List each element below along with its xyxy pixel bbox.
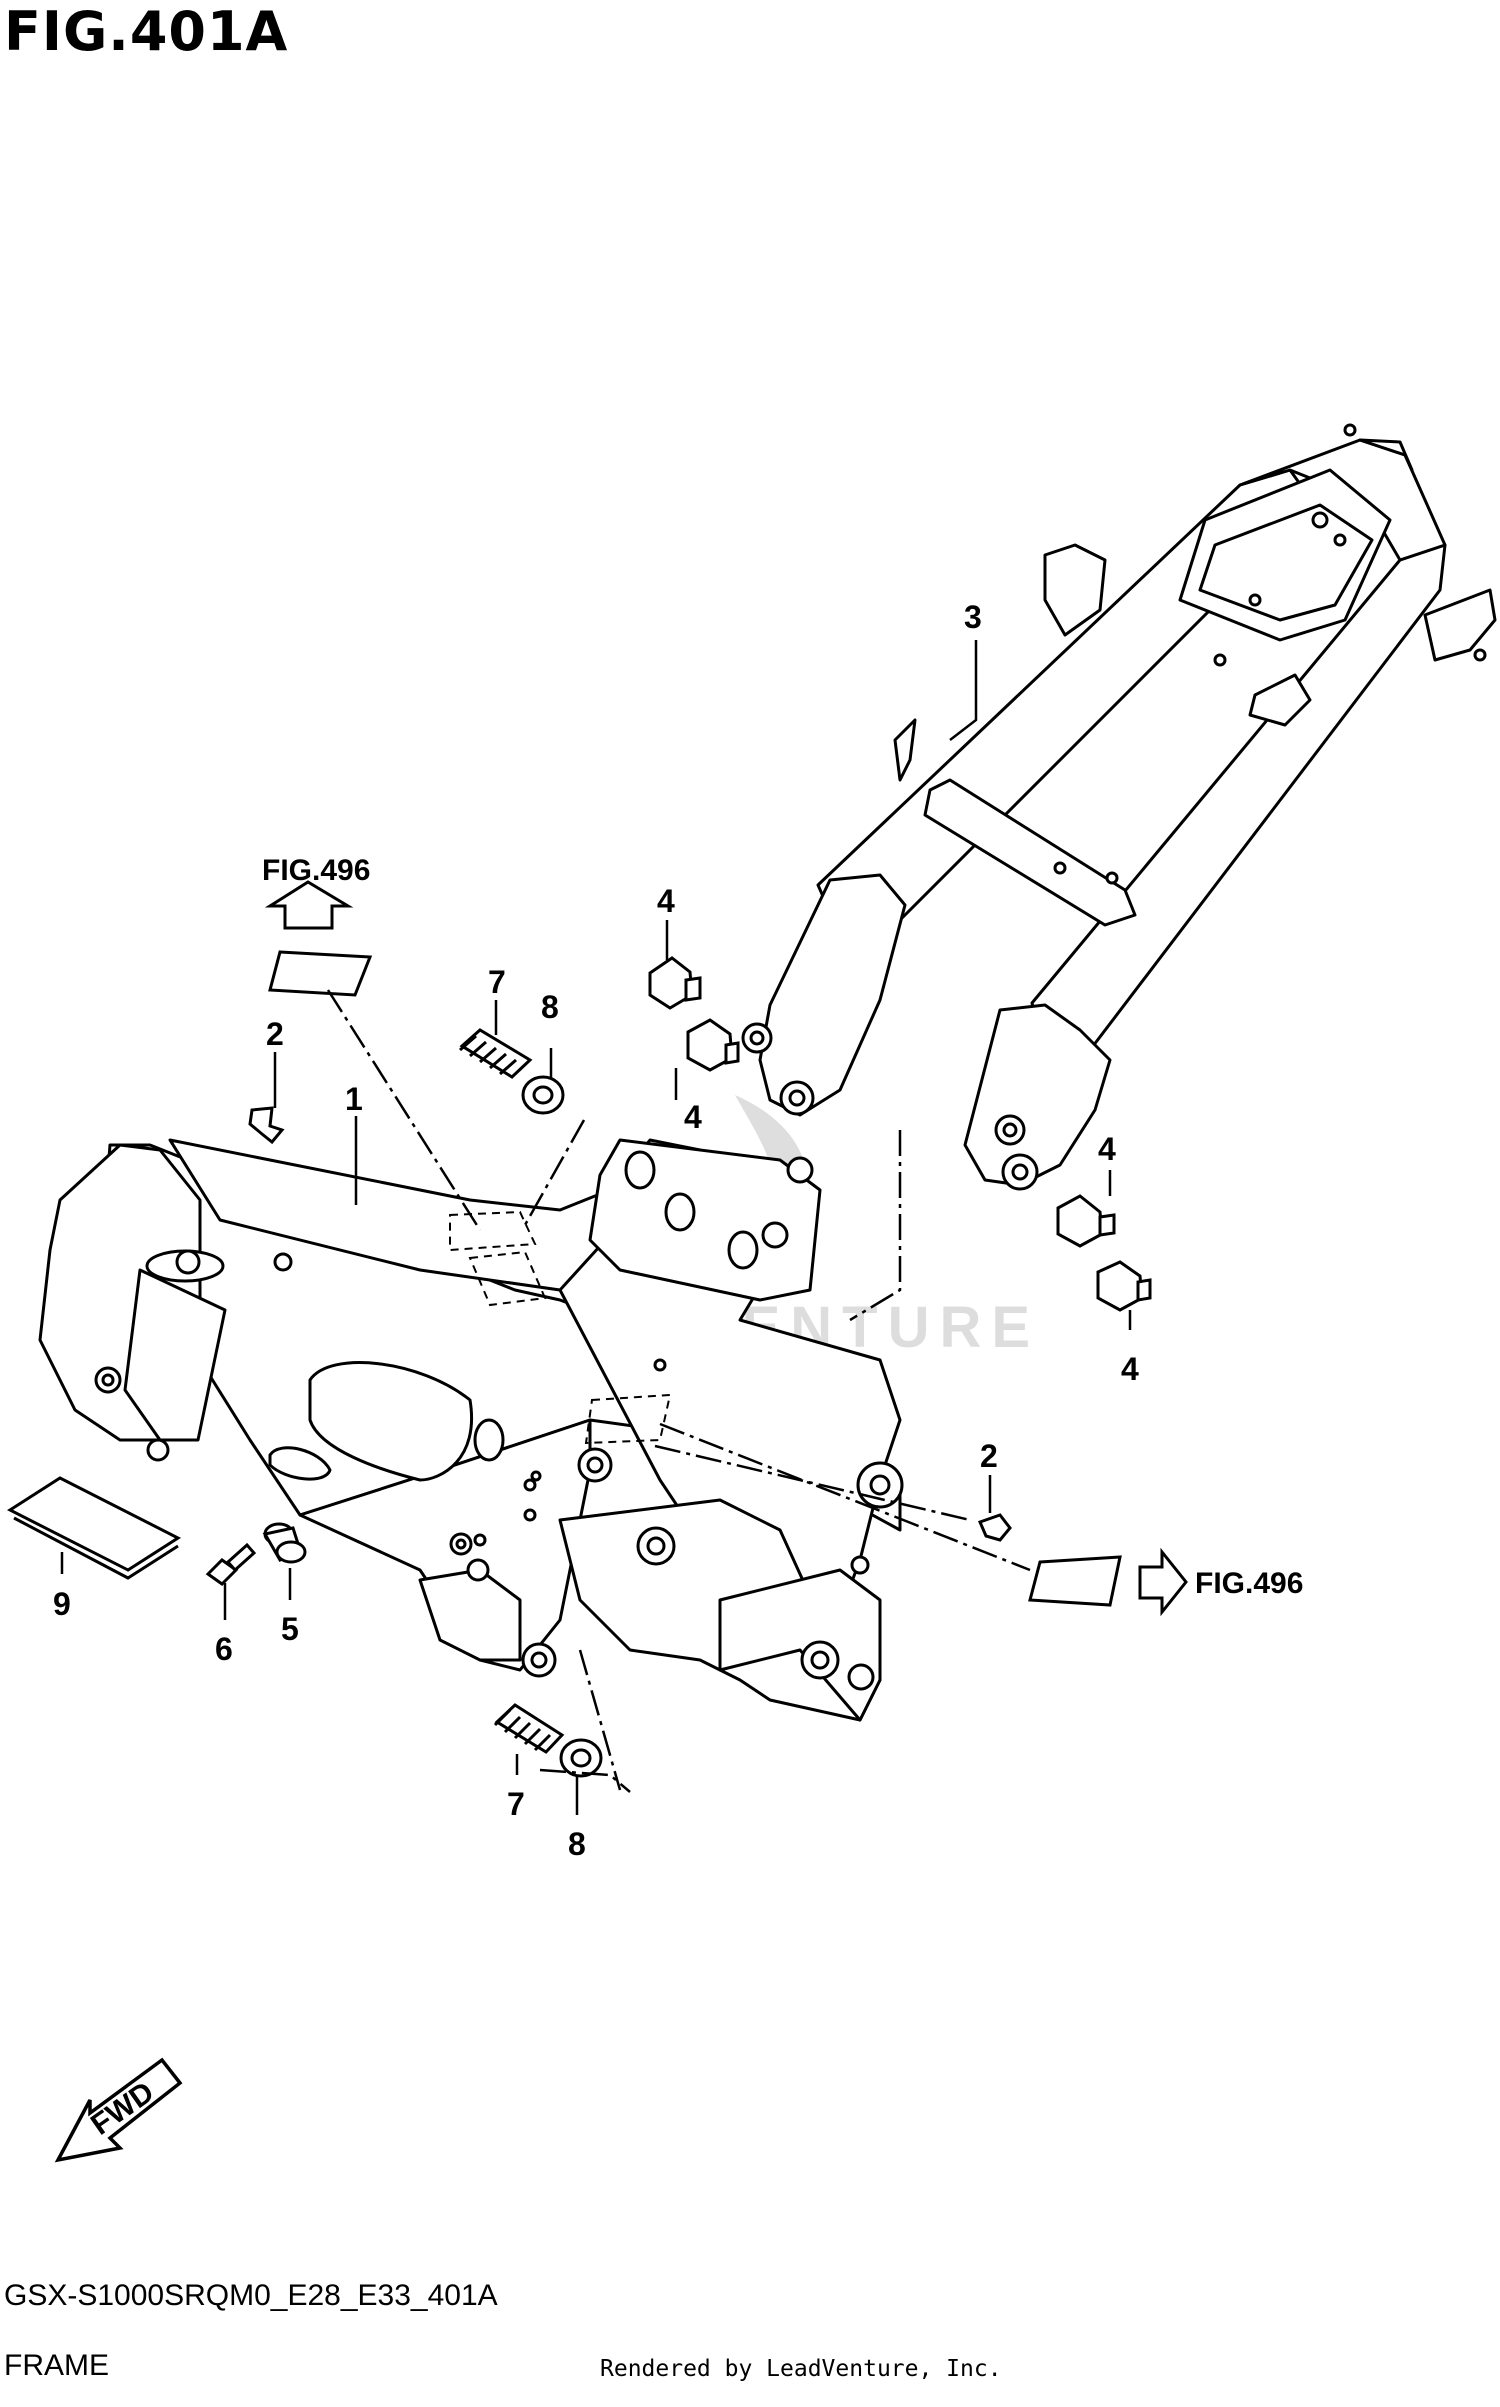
callout-1: 1 [345, 1081, 363, 1117]
figure-title: FIG.401A [4, 0, 289, 63]
bolt-4c[interactable] [1056, 1194, 1116, 1248]
bolt-6[interactable] [205, 1542, 257, 1586]
rear-subframe[interactable] [741, 423, 1497, 1191]
callout-8b: 8 [568, 1826, 586, 1862]
phantom-lines [326, 989, 1031, 1793]
nut-8b[interactable] [559, 1738, 603, 1778]
fig-ref-right-label[interactable]: FIG.496 [1195, 1567, 1303, 1600]
decal-outline-1 [449, 1210, 672, 1445]
callout-4d: 4 [1121, 1351, 1139, 1387]
leader-lines [60, 640, 1132, 1815]
diagram-code: GSX-S1000SRQM0_E28_E33_401A [4, 2279, 498, 2312]
callout-9: 9 [53, 1586, 71, 1622]
upper-mount-block [588, 1138, 822, 1302]
fwd-arrow [54, 2057, 183, 2163]
collar-5[interactable] [262, 1522, 307, 1564]
callout-3: 3 [964, 599, 982, 635]
label-9[interactable] [6, 1476, 182, 1580]
bolt-4d[interactable] [1096, 1260, 1152, 1312]
callout-labels: 3 4 4 4 4 7 8 2 1 2 9 6 5 7 8 [53, 599, 1139, 1862]
nut-8a[interactable] [521, 1075, 565, 1115]
diagram-name: FRAME [4, 2349, 109, 2382]
callout-5: 5 [281, 1611, 299, 1647]
callout-4b: 4 [684, 1099, 702, 1135]
fig-ref-right-arrow[interactable] [1138, 1547, 1188, 1617]
fig-ref-top-label[interactable]: FIG.496 [262, 854, 370, 887]
bolt-4a[interactable] [648, 956, 702, 1010]
clip-2a[interactable] [248, 1106, 285, 1145]
callout-7b: 7 [507, 1786, 525, 1822]
callout-8a: 8 [541, 989, 559, 1025]
label-tag-top [268, 950, 373, 997]
render-credit: Rendered by LeadVenture, Inc. [600, 2356, 1002, 2382]
fig-ref-top-arrow[interactable] [264, 880, 354, 930]
callout-4c: 4 [1098, 1131, 1116, 1167]
adjuster-7b[interactable] [493, 1703, 565, 1754]
callout-4a: 4 [657, 883, 675, 919]
main-frame[interactable] [38, 1138, 904, 1722]
label-tag-right [1028, 1555, 1122, 1607]
bolt-4b[interactable] [686, 1018, 740, 1072]
clip-2b[interactable] [977, 1513, 1012, 1542]
callout-7a: 7 [488, 964, 506, 1000]
callout-2a: 2 [266, 1016, 284, 1052]
callout-2b: 2 [980, 1438, 998, 1474]
callout-6: 6 [215, 1631, 233, 1667]
adjuster-7a[interactable] [459, 1028, 533, 1079]
